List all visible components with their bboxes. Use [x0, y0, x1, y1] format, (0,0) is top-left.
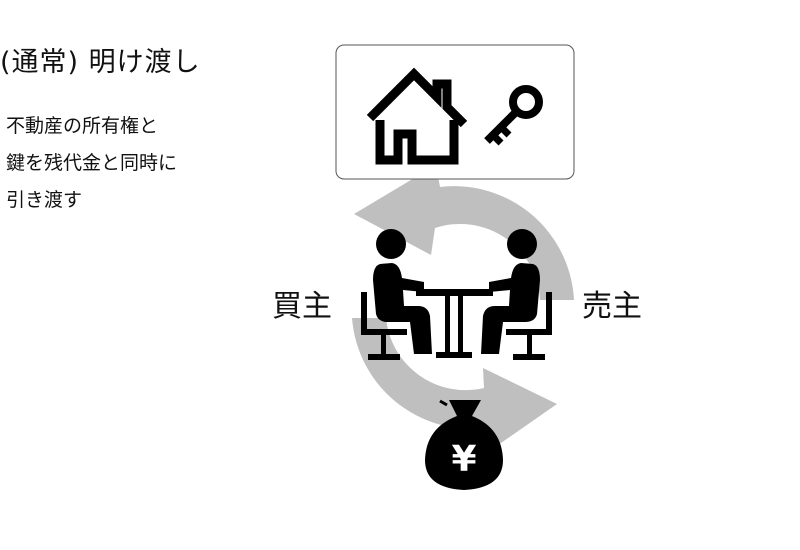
seller-label: 売主	[582, 289, 642, 324]
buyer-person-body	[373, 263, 432, 354]
seller-person-body	[481, 263, 540, 354]
description-line: 引き渡す	[6, 189, 83, 211]
seller-person-head	[507, 229, 537, 259]
buyer-chair	[361, 292, 407, 360]
page-title: (通常) 明け渡し	[0, 47, 201, 78]
table	[416, 289, 493, 358]
money-bag-yen-icon: ¥	[425, 399, 503, 490]
upper-cycle-arrow	[354, 165, 574, 300]
yen-symbol: ¥	[451, 439, 476, 480]
lower-cycle-arrow	[352, 318, 557, 452]
seller-chair	[506, 292, 552, 360]
description-line: 不動産の所有権と	[6, 115, 159, 137]
description: 不動産の所有権と 鍵を残代金と同時に 引き渡す	[6, 108, 177, 219]
buyer-person-head	[376, 229, 406, 259]
exchange-cycle-arrows-icon	[352, 165, 574, 452]
house-icon	[366, 67, 468, 165]
meeting-table-icon	[361, 229, 552, 360]
key-icon	[484, 85, 543, 146]
buyer-label: 買主	[272, 289, 332, 324]
description-line: 鍵を残代金と同時に	[6, 152, 178, 174]
